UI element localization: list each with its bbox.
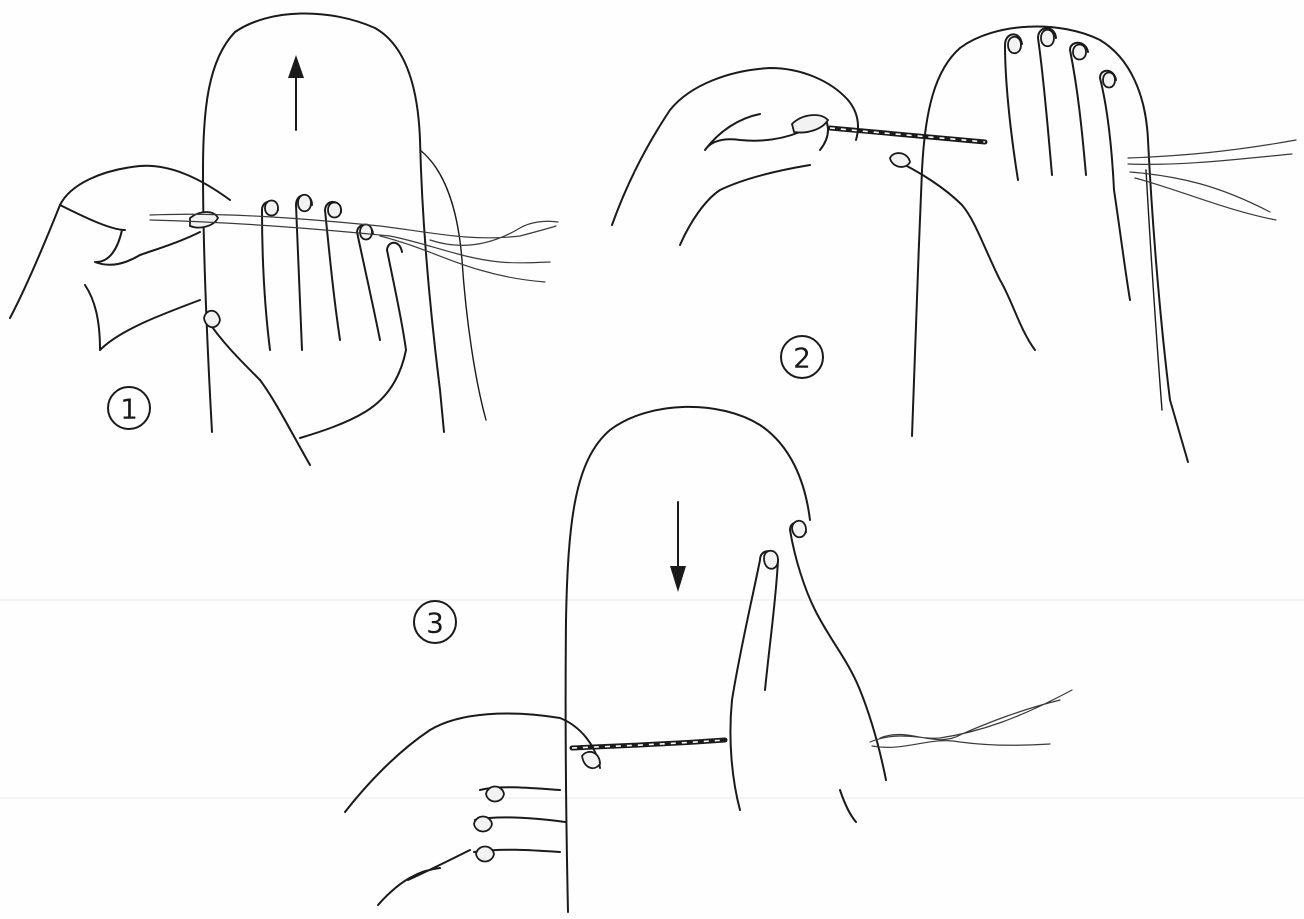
step-2-left-hand: [612, 68, 858, 245]
step-1-fingernail: [328, 203, 341, 218]
step-2-leg-crease: [1146, 170, 1162, 410]
step-1-panel: 1: [10, 13, 558, 465]
step-3-fingernail: [764, 551, 778, 569]
step-3-left-hand: [345, 714, 600, 905]
step-1-fingernail: [265, 201, 278, 216]
step-1-fingernail: [360, 225, 372, 240]
step-3-panel: 3: [345, 407, 1072, 912]
step-1-right-hand: [206, 195, 406, 465]
step-2-number: 2: [793, 342, 811, 375]
step-3-fingernail: [792, 521, 806, 538]
step-2-thumbnail: [890, 153, 910, 167]
step-3-right-hand: [730, 523, 886, 822]
step-2-fingernail: [1073, 45, 1086, 60]
step-3-thumbnail: [582, 752, 600, 768]
step-3-label: 3: [414, 601, 456, 643]
step-3-fingernail: [476, 847, 494, 862]
step-1-label: 1: [108, 387, 150, 429]
step-2-fingernail: [1041, 30, 1054, 47]
step-3-fiber-strands: [870, 690, 1072, 747]
step-2-twisted-cord-ply: [830, 128, 985, 142]
step-2-right-hand: [895, 28, 1130, 350]
step-3-down-arrow-head: [670, 566, 686, 592]
step-2-leg: [912, 27, 1188, 462]
step-3-fingernail: [474, 817, 492, 832]
step-1-number: 1: [120, 393, 138, 426]
step-3-leg: [566, 407, 810, 912]
step-2-left-thumbnail: [792, 115, 828, 132]
step-1-fingernail: [298, 195, 311, 212]
step-3-number: 3: [426, 607, 444, 640]
step-2-label: 2: [781, 336, 823, 378]
step-3-fingernail: [486, 787, 504, 802]
step-1-left-hand: [10, 166, 230, 350]
step-2-panel: 2: [612, 27, 1296, 462]
step-2-fingernail: [1008, 37, 1021, 54]
step-1-thumbnail: [204, 311, 220, 328]
step-1-leg: [203, 13, 444, 432]
step-2-fiber-strands: [1128, 140, 1296, 220]
step-1-up-arrow-head: [288, 55, 304, 78]
step-1-leg-crease: [420, 150, 486, 420]
step-2-fingernail: [1103, 73, 1115, 88]
